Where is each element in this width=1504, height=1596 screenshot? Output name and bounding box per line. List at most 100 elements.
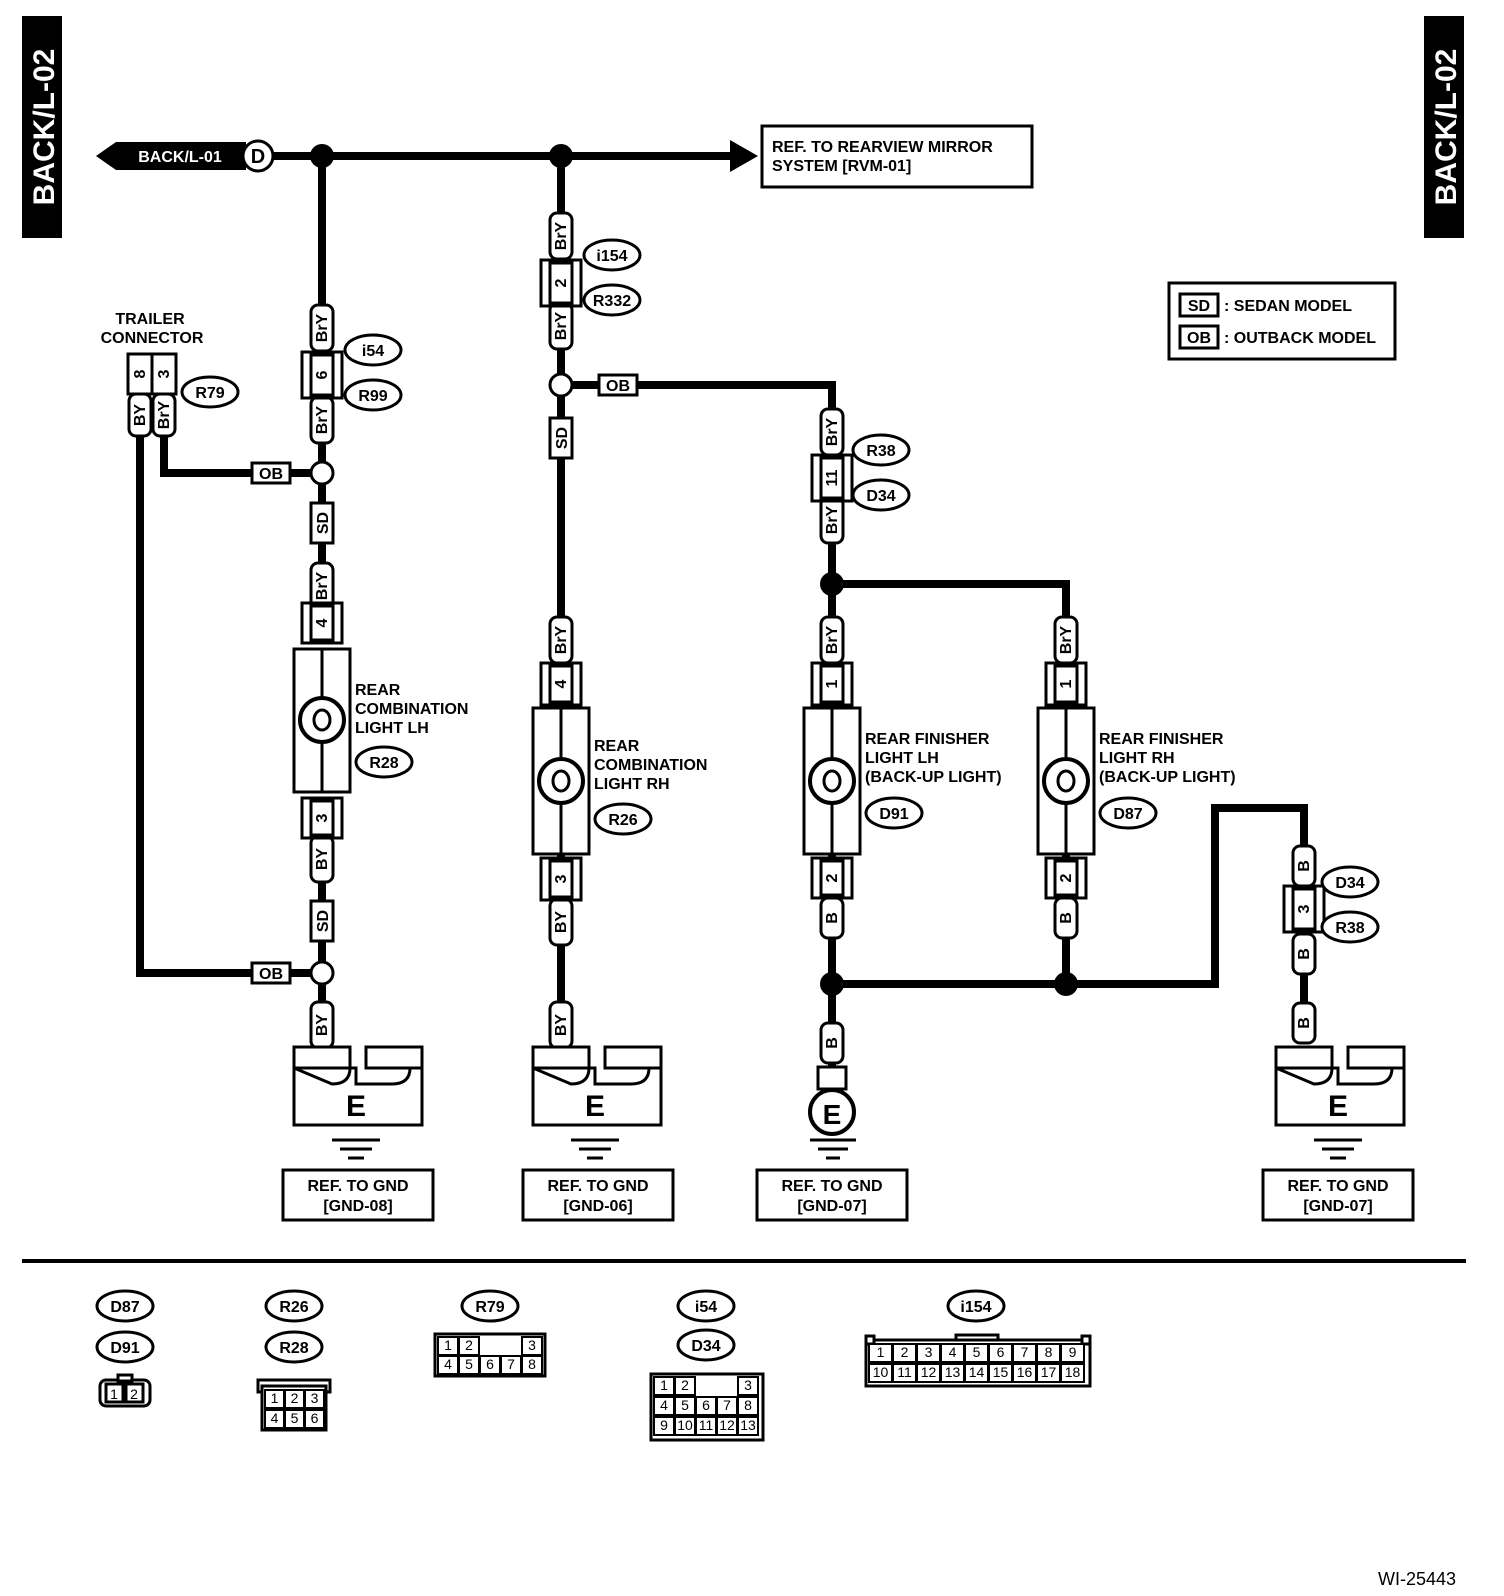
svg-text:3: 3 [744,1377,752,1393]
pin-6: 6 [300,350,344,400]
svg-text:B: B [1296,948,1313,960]
svg-text:15: 15 [993,1364,1009,1380]
svg-text:LIGHT LH: LIGHT LH [355,720,429,737]
svg-text:9: 9 [1069,1344,1077,1360]
rear-combination-light-rh: 4 3 REAR COMBINATION LIGHT RH R26 [531,661,707,902]
conn-d34: D34 [851,478,911,512]
wire-label-bry: BrY [548,211,574,261]
wire-label-by: BY [309,834,335,884]
pin-cell: 12 [716,1416,738,1436]
svg-text:LIGHT RH: LIGHT RH [1099,750,1175,767]
pin-cell: 4 [653,1396,675,1416]
legend-sd-code: SD [1188,298,1210,315]
pin-cell: 9 [1060,1343,1085,1363]
right-tab-label: BACK/L-02 [1430,49,1463,206]
connector-view-d87-d91: D87 D91 1 2 [95,1289,155,1408]
svg-text:BY: BY [553,1014,570,1037]
svg-text:OB: OB [259,466,283,483]
svg-text:4: 4 [314,618,331,627]
svg-text:6: 6 [486,1356,494,1372]
svg-text:5: 5 [973,1344,981,1360]
svg-text:D91: D91 [110,1340,139,1357]
ground-block-4: E [1274,1045,1406,1160]
pin-cell: 16 [1012,1363,1037,1383]
svg-text:REF. TO GND: REF. TO GND [547,1178,648,1195]
pin-cell: 11 [695,1416,717,1436]
svg-text:17: 17 [1041,1364,1057,1380]
pin-cell: 18 [1060,1363,1085,1383]
svg-text:1: 1 [271,1390,279,1406]
svg-text:[GND-08]: [GND-08] [323,1198,392,1215]
legend-sd-text: : SEDAN MODEL [1224,298,1352,315]
conn-r99: R99 [343,378,403,412]
wire-label-b: B [1291,1001,1317,1045]
trailer-id: R79 [195,385,224,402]
svg-text:2: 2 [681,1377,689,1393]
wire-label-by: BY [548,1000,574,1050]
svg-text:BrY: BrY [553,625,570,654]
svg-text:D87: D87 [1113,806,1142,823]
svg-text:11: 11 [699,1417,714,1433]
svg-text:OB: OB [259,966,283,983]
inline-connectors: 6 2 11 3 [300,258,1326,934]
svg-text:[GND-07]: [GND-07] [1303,1198,1372,1215]
legend: SD : SEDAN MODEL OB : OUTBACK MODEL [1167,281,1397,361]
svg-text:BrY: BrY [314,571,331,600]
wire-label-bry: BrY [309,395,335,445]
wire-label-bry: BrY [819,407,845,457]
pin-cell: 6 [988,1343,1013,1363]
conn-d34: D34 [1320,865,1380,899]
pin-cell: 8 [1036,1343,1061,1363]
ob-tag: OB [250,461,292,485]
svg-text:5: 5 [681,1397,689,1413]
svg-text:LIGHT RH: LIGHT RH [594,776,670,793]
pin-cell: 6 [479,1355,501,1375]
gnd-ref-07: REF. TO GND[GND-07] [755,1168,909,1222]
rear-combination-light-lh: 4 3 REAR COMBINATION LIGHT LH R28 [292,601,468,840]
svg-text:6: 6 [997,1344,1005,1360]
pin-cell: 11 [892,1363,917,1383]
pin-cell: 2 [674,1376,696,1396]
wire-label-by: BY [548,897,574,947]
input-flag: BACK/L-01 D [96,139,275,173]
svg-text:9: 9 [660,1417,668,1433]
wire-label-bry: BrY [819,615,845,665]
svg-text:BrY: BrY [824,625,841,654]
svg-text:E: E [1328,1090,1348,1123]
pin-cell: 10 [674,1416,696,1436]
svg-text:BrY: BrY [1058,625,1075,654]
conn-r332: R332 [582,283,642,317]
wire-color-labels: BrY BrY BrY BY BY BrY BrY BrY BY BY BrY … [309,211,1317,1065]
svg-text:D34: D34 [866,488,895,505]
pin-2: 2 [539,258,583,308]
sd-tag: SD [309,501,335,545]
pin-cell: 14 [964,1363,989,1383]
svg-text:BrY: BrY [553,311,570,340]
left-page-tab: BACK/L-02 [22,16,62,238]
svg-text:COMBINATION: COMBINATION [594,757,707,774]
wire-label-by: BY [309,1000,335,1050]
svg-text:1: 1 [660,1377,668,1393]
svg-text:2: 2 [824,873,841,882]
svg-text:R26: R26 [279,1299,308,1316]
svg-text:3: 3 [528,1337,536,1353]
svg-text:REAR FINISHER: REAR FINISHER [865,731,990,748]
pin-cell: 8 [737,1396,759,1416]
legend-ob-text: : OUTBACK MODEL [1224,330,1376,347]
pin-cell: 10 [868,1363,893,1383]
svg-text:8: 8 [528,1356,536,1372]
pin-cell: 13 [737,1416,759,1436]
wire-label-b: B [1053,896,1079,940]
pin-cell: 5 [964,1343,989,1363]
svg-text:i154: i154 [960,1299,991,1316]
svg-text:REAR FINISHER: REAR FINISHER [1099,731,1224,748]
svg-text:BY: BY [553,911,570,934]
svg-text:R38: R38 [1335,920,1364,937]
svg-text:BrY: BrY [824,417,841,446]
wire-label-bry: BrY [1053,615,1079,665]
ob-tag: OB [250,961,292,985]
svg-text:BY: BY [132,404,149,427]
ref-line2: SYSTEM [RVM-01] [772,158,911,175]
svg-text:4: 4 [271,1410,279,1426]
